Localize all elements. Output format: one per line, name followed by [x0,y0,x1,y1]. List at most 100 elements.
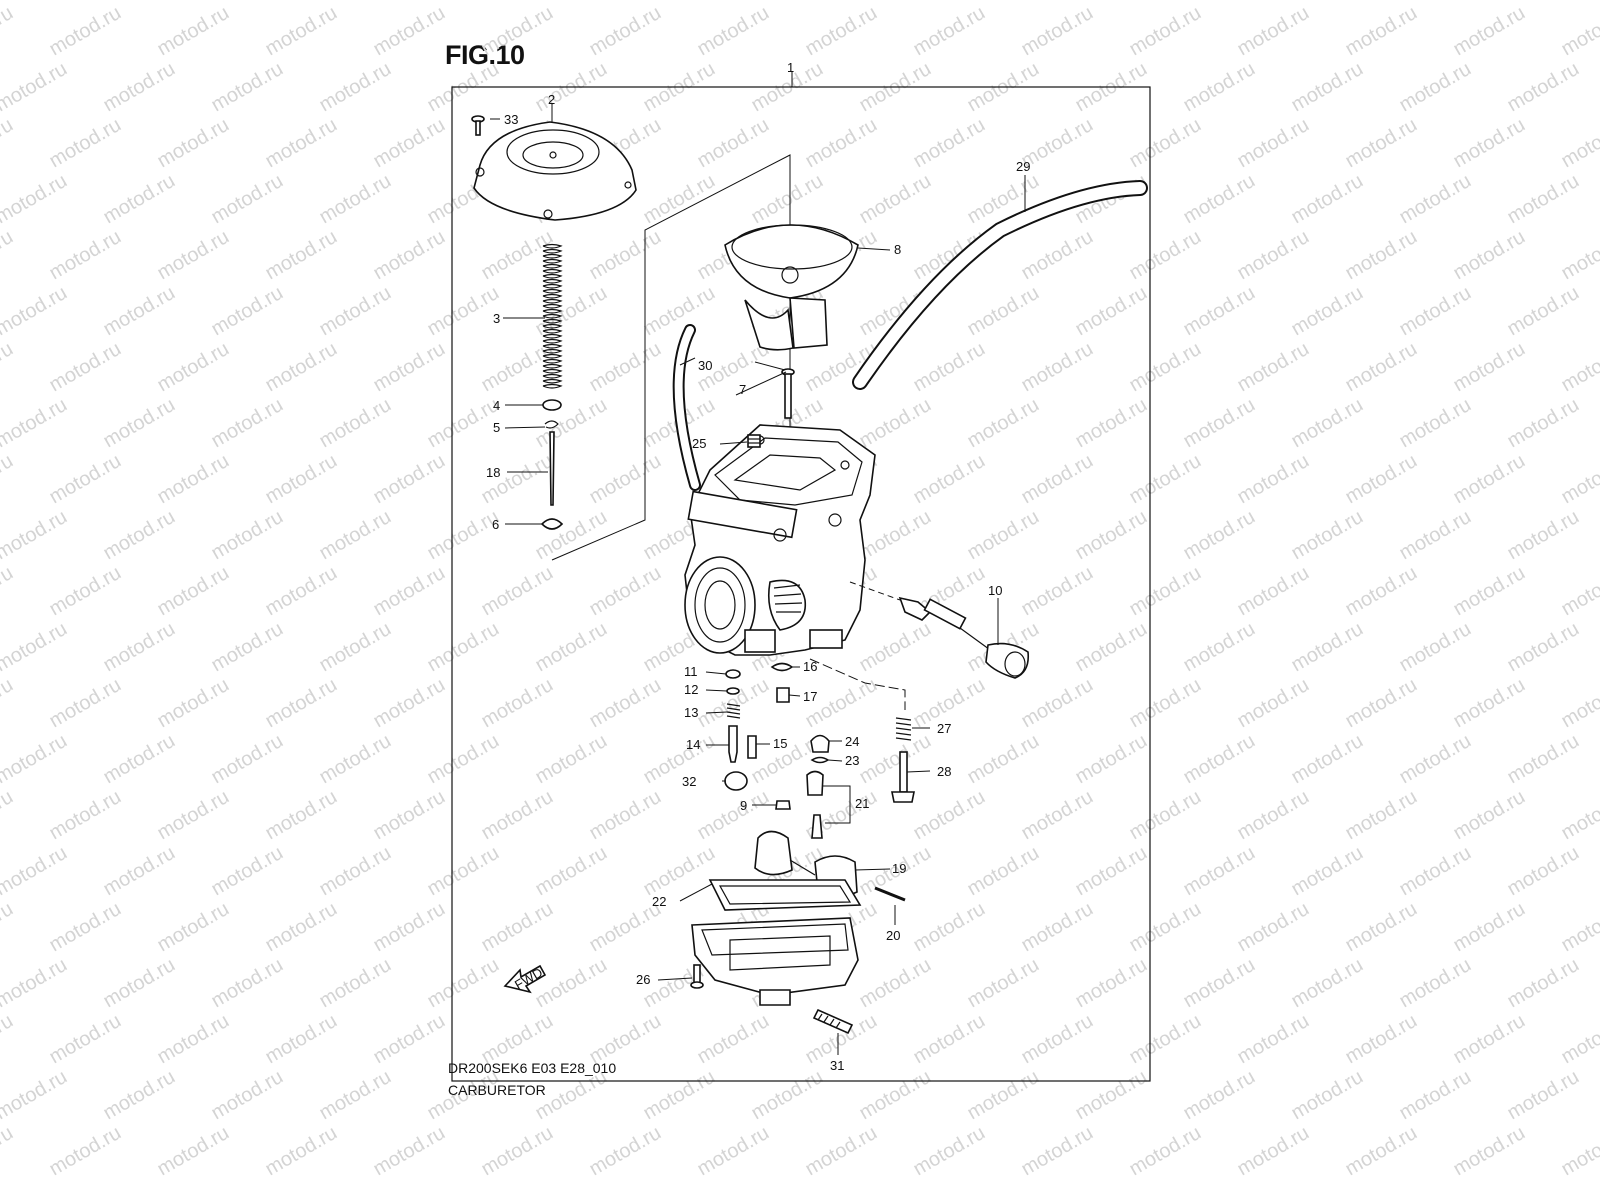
part-carburetor-body[interactable] [684,424,876,656]
part-cap[interactable] [724,771,748,791]
callout-31[interactable]: 31 [830,1058,844,1073]
part-jet-needle[interactable] [549,431,555,506]
part-idle-spring[interactable] [895,717,912,741]
callout-30[interactable]: 30 [698,358,712,373]
watermark-text: motod.ru [1342,226,1421,285]
watermark-text: motod.ru [586,450,665,509]
watermark-text: motod.ru [964,394,1043,453]
part-top-cap[interactable] [473,121,637,221]
watermark-text: motod.ru [478,2,557,61]
part-needle-valve-pin[interactable] [811,814,823,839]
part-spring[interactable] [542,243,563,389]
callout-21[interactable]: 21 [855,796,869,811]
callout-10[interactable]: 10 [988,583,1002,598]
callout-33[interactable]: 33 [504,112,518,127]
callout-15[interactable]: 15 [773,736,787,751]
callout-11[interactable]: 11 [684,664,698,679]
part-washer-small[interactable] [726,687,740,695]
part-washer[interactable] [542,399,562,411]
watermark-text: motod.ru [370,674,449,733]
part-pilot-screw[interactable] [728,725,738,763]
part-screw-float[interactable] [775,800,791,810]
watermark-text: motod.ru [262,338,341,397]
callout-29[interactable]: 29 [1016,159,1030,174]
callout-7[interactable]: 7 [739,382,746,397]
callout-19[interactable]: 19 [892,861,906,876]
watermark-text: motod.ru [154,786,233,845]
watermark-text: motod.ru [316,618,395,677]
watermark-text: motod.ru [316,394,395,453]
watermark-text: motod.ru [154,2,233,61]
callout-2[interactable]: 2 [548,92,555,107]
part-needle-retainer[interactable] [540,518,564,530]
part-needle-jet-seal[interactable] [810,756,830,764]
watermark-text: motod.ru [0,1122,17,1181]
watermark-text: motod.ru [694,674,773,733]
watermark-text: motod.ru [1180,170,1259,229]
part-drain-screw[interactable] [812,1008,854,1035]
callout-27[interactable]: 27 [937,721,951,736]
part-starter-plunger[interactable] [849,581,1030,679]
callout-18[interactable]: 18 [486,465,500,480]
watermark-text: motod.ru [640,282,719,341]
watermark-text: motod.ru [1126,562,1205,621]
spring-coil [542,323,563,329]
part-clip[interactable] [544,420,559,429]
part-throttle-stop-screw[interactable] [781,368,795,419]
callout-26[interactable]: 26 [636,972,650,987]
callout-17[interactable]: 17 [803,689,817,704]
callout-3[interactable]: 3 [493,311,500,326]
watermark-text: motod.ru [910,2,989,61]
watermark-text: motod.ru [1504,1066,1583,1125]
callout-28[interactable]: 28 [937,764,951,779]
watermark-text: motod.ru [1072,842,1151,901]
watermark-text: motod.ru [316,170,395,229]
watermark-text: motod.ru [1396,954,1475,1013]
callout-13[interactable]: 13 [684,705,698,720]
part-plug[interactable] [747,434,761,448]
watermark-text: motod.ru [0,170,71,229]
watermark-text: motod.ru [1072,282,1151,341]
watermark-text: motod.ru [1126,114,1205,173]
part-drain-hose[interactable] [674,326,699,489]
callout-6[interactable]: 6 [492,517,499,532]
watermark-text: motod.ru [0,58,71,117]
watermark-text: motod.ru [100,954,179,1013]
callout-4[interactable]: 4 [493,398,500,413]
watermark-text: motod.ru [1126,450,1205,509]
watermark-text: motod.ru [370,450,449,509]
figure-title: FIG.10 [445,40,525,70]
callout-23[interactable]: 23 [845,753,859,768]
part-pilot-jet[interactable] [747,735,757,759]
watermark-text: motod.ru [1396,730,1475,789]
part-diaphragm-slide[interactable] [724,224,859,351]
callout-20[interactable]: 20 [886,928,900,943]
callout-16[interactable]: 16 [803,659,817,674]
callout-25[interactable]: 25 [692,436,706,451]
callout-1[interactable]: 1 [787,60,794,75]
watermark-text: motod.ru [1072,506,1151,565]
callout-14[interactable]: 14 [686,737,700,752]
watermark-text: motod.ru [424,954,503,1013]
callout-9[interactable]: 9 [740,798,747,813]
callout-32[interactable]: 32 [682,774,696,789]
part-main-jet[interactable] [810,734,830,753]
callout-24[interactable]: 24 [845,734,859,749]
part-bowl-screw[interactable] [690,964,704,989]
part-float-pin[interactable] [874,886,906,902]
watermark-text: motod.ru [1180,282,1259,341]
part-float-bowl[interactable] [691,879,862,1006]
watermark-text: motod.ru [478,786,557,845]
part-screw[interactable] [471,115,485,136]
part-main-jet-holder[interactable] [776,687,790,703]
callout-12[interactable]: 12 [684,682,698,697]
watermark-text: motod.ru [964,282,1043,341]
watermark-text: motod.ru [1234,786,1313,845]
callout-22[interactable]: 22 [652,894,666,909]
part-spring-small[interactable] [726,703,741,719]
callout-5[interactable]: 5 [493,420,500,435]
callout-8[interactable]: 8 [894,242,901,257]
part-needle-valve[interactable] [806,770,824,796]
part-gasket-ring[interactable] [770,662,794,672]
part-o-ring[interactable] [725,669,741,679]
